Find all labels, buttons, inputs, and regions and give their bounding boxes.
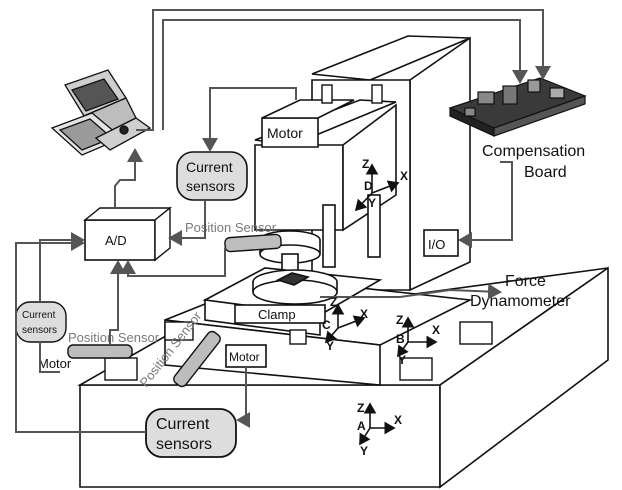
axis-base-a-x: X: [394, 413, 402, 427]
ad-converter: A/D: [85, 208, 170, 260]
position-sensor-spindle-label: Position Sensor: [185, 220, 277, 235]
position-sensor-spindle: [225, 234, 282, 252]
ad-converter-label: A/D: [105, 233, 127, 248]
axis-table-b-b: B: [396, 332, 405, 346]
axis-base-a-y: Y: [360, 444, 368, 458]
axis-base-a-z: Z: [357, 401, 364, 415]
current-sensors-top: Current sensors: [177, 152, 247, 200]
io-module: I/O: [424, 230, 458, 256]
axis-table-c-y: Y: [326, 339, 334, 353]
clamp-label: Clamp: [258, 307, 296, 322]
axis-table-c-c: C: [322, 318, 331, 332]
motor-table-label: Motor: [229, 350, 260, 364]
axis-spindle-d: D: [364, 179, 373, 193]
current-sensors-bottom-label-1: Current: [156, 416, 210, 433]
axis-spindle-z: Z: [362, 157, 369, 171]
motor-table: Motor: [226, 345, 266, 367]
force-dynamometer-label-1: Force: [505, 273, 546, 290]
axis-spindle-y: Y: [368, 196, 376, 210]
computer-icon: [52, 70, 150, 155]
force-dynamometer-label-2: Dynamometer: [470, 293, 571, 310]
motor-left-label: Motor: [38, 356, 72, 371]
io-module-label: I/O: [428, 237, 445, 252]
compensation-board-label-1: Compensation: [482, 143, 585, 160]
current-sensors-top-label-2: sensors: [186, 178, 235, 194]
axis-table-b-x: X: [432, 323, 440, 337]
axis-table-c-z: Z: [330, 295, 337, 309]
current-sensors-left-label-1: Current: [22, 310, 56, 321]
axis-base-a-a: A: [357, 419, 366, 433]
axis-table-c-x: X: [360, 307, 368, 321]
compensation-board-label-2: Board: [524, 164, 567, 181]
current-sensors-left: Current sensors: [16, 302, 66, 342]
axis-table-b-y: Y: [398, 353, 406, 367]
current-sensors-left-label-2: sensors: [22, 325, 57, 336]
current-sensors-top-label-1: Current: [186, 159, 233, 175]
axis-spindle-x: X: [400, 169, 408, 183]
position-sensor-left-label: Position Sensor: [68, 330, 160, 345]
current-sensors-bottom: Current sensors: [146, 409, 236, 457]
motor-top-label: Motor: [267, 125, 303, 141]
position-sensor-left: [68, 345, 132, 358]
current-sensors-bottom-label-2: sensors: [156, 436, 212, 453]
axis-table-b-z: Z: [396, 313, 403, 327]
